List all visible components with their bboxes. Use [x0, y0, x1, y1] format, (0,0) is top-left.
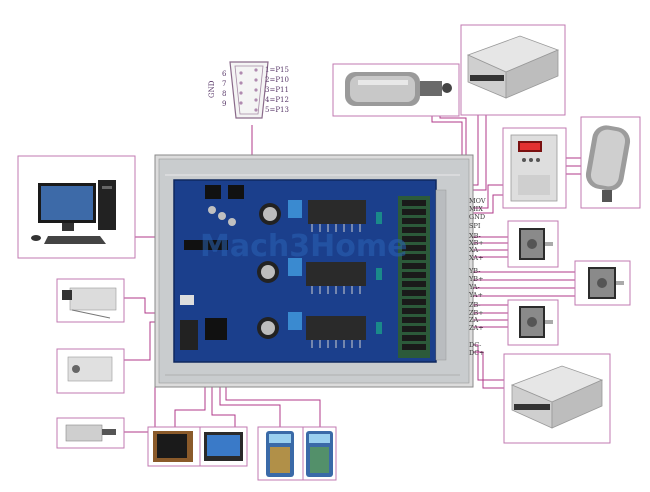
spindle-motor-photo — [332, 63, 460, 117]
power-supply-bottom-photo — [503, 353, 611, 444]
terminal-label: ZB+ — [469, 309, 484, 317]
terminal-label: GND — [469, 213, 485, 221]
db9-pin-label: 8 — [222, 90, 226, 98]
stepper-motor-z-photo — [507, 299, 559, 346]
db9-pin-map: 2=P10 — [265, 76, 289, 84]
pendant-1-photo — [257, 426, 304, 481]
terminal-label: YA- — [468, 283, 480, 291]
limit-switch-2-photo — [56, 348, 125, 394]
terminal-label: DC+ — [469, 349, 485, 357]
limit-switch-1-photo — [56, 278, 125, 323]
limit-switch-3-photo — [56, 417, 125, 449]
inverter-photo — [502, 127, 567, 209]
display-panel-1-photo — [147, 426, 201, 467]
watermark-text: Mach3Home — [200, 229, 407, 264]
stepper-motor-x-photo — [507, 220, 559, 268]
terminal-label: XA- — [469, 246, 480, 254]
db9-pin-map: 3=P11 — [265, 86, 289, 94]
db9-pin-label: 9 — [222, 100, 226, 108]
terminal-label: ZA+ — [469, 324, 484, 332]
db9-pin-map: 4=P12 — [265, 96, 289, 104]
terminal-label: SPI — [469, 222, 481, 230]
db9-pin-map: 5=P13 — [265, 106, 289, 114]
terminal-label: DC- — [469, 341, 481, 349]
terminal-label: MOV — [469, 197, 486, 205]
terminal-label: XB+ — [469, 239, 484, 247]
stepper-motor-y-photo — [574, 260, 631, 306]
terminal-labels: MOV MIX GND SPI XB- XB+ XA- XA+ YB- YB+ … — [468, 197, 486, 357]
computer-photo — [17, 155, 136, 259]
db9-pin-map: 1=P15 — [265, 66, 289, 74]
power-supply-top-photo — [460, 24, 566, 116]
terminal-label: YB- — [468, 267, 480, 275]
terminal-label: XB- — [469, 232, 481, 240]
pendant-2-photo — [302, 426, 337, 481]
vertical-spindle-photo — [580, 116, 641, 209]
display-panel-2-photo — [199, 426, 248, 467]
terminal-label: MIX — [469, 205, 483, 213]
db9-pin-label: 7 — [222, 80, 226, 88]
db9-gnd-label: GND — [208, 80, 216, 98]
terminal-label: ZA- — [469, 316, 480, 324]
terminal-label: ZB- — [469, 301, 481, 309]
db9-connector: 6 7 8 9 GND 1=P15 2=P10 3=P11 4=P12 5=P1… — [208, 61, 289, 119]
db9-pin-label: 6 — [222, 70, 227, 78]
terminal-label: YB+ — [468, 275, 484, 283]
controller-board-photo — [154, 154, 474, 388]
terminal-label: XA+ — [469, 254, 484, 262]
terminal-label: YA+ — [468, 291, 483, 299]
